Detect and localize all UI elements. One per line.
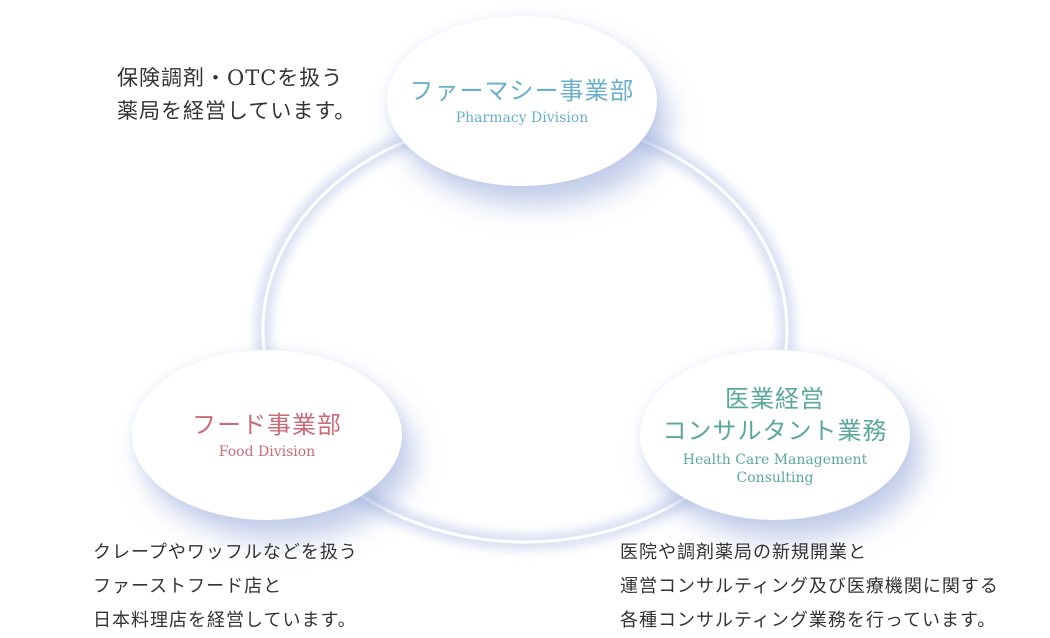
health-care-division-subtitle: Health Care Management Consulting xyxy=(683,451,867,487)
health-care-description-line: 医院や調剤薬局の新規開業と xyxy=(620,542,867,563)
pharmacy-division-bubble: ファーマシー事業部 Pharmacy Division xyxy=(387,16,657,186)
health-care-subtitle-line: Consulting xyxy=(736,470,814,486)
health-care-description: 医院や調剤薬局の新規開業と 運営コンサルティング及び医療機関に関する 各種コンサ… xyxy=(620,536,999,638)
food-description: クレープやワッフルなどを扱う ファーストフード店と 日本料理店を経営しています。 xyxy=(93,536,358,638)
food-division-title: フード事業部 xyxy=(192,411,342,439)
health-care-title-line: コンサルタント業務 xyxy=(662,417,888,445)
pharmacy-division-subtitle: Pharmacy Division xyxy=(455,110,589,126)
food-division-bubble: フード事業部 Food Division xyxy=(132,350,402,520)
health-care-description-line: 各種コンサルティング業務を行っています。 xyxy=(620,610,997,631)
food-division-subtitle: Food Division xyxy=(218,444,316,460)
pharmacy-description: 保険調剤・OTCを扱う 薬局を経営しています。 xyxy=(117,62,356,128)
health-care-description-line: 運営コンサルティング及び医療機関に関する xyxy=(620,576,999,597)
food-description-line: クレープやワッフルなどを扱う xyxy=(93,542,358,563)
health-care-division-title: 医業経営 コンサルタント業務 xyxy=(663,383,888,447)
pharmacy-division-title: ファーマシー事業部 xyxy=(409,77,635,105)
food-description-line: 日本料理店を経営しています。 xyxy=(93,610,357,631)
food-description-line: ファーストフード店と xyxy=(93,576,283,597)
health-care-subtitle-line: Health Care Management xyxy=(682,452,868,468)
pharmacy-description-line: 薬局を経営しています。 xyxy=(117,99,357,123)
pharmacy-description-line: 保険調剤・OTCを扱う xyxy=(117,66,344,90)
health-care-title-line: 医業経営 xyxy=(725,385,825,413)
health-care-division-bubble: 医業経営 コンサルタント業務 Health Care Management Co… xyxy=(640,350,910,520)
